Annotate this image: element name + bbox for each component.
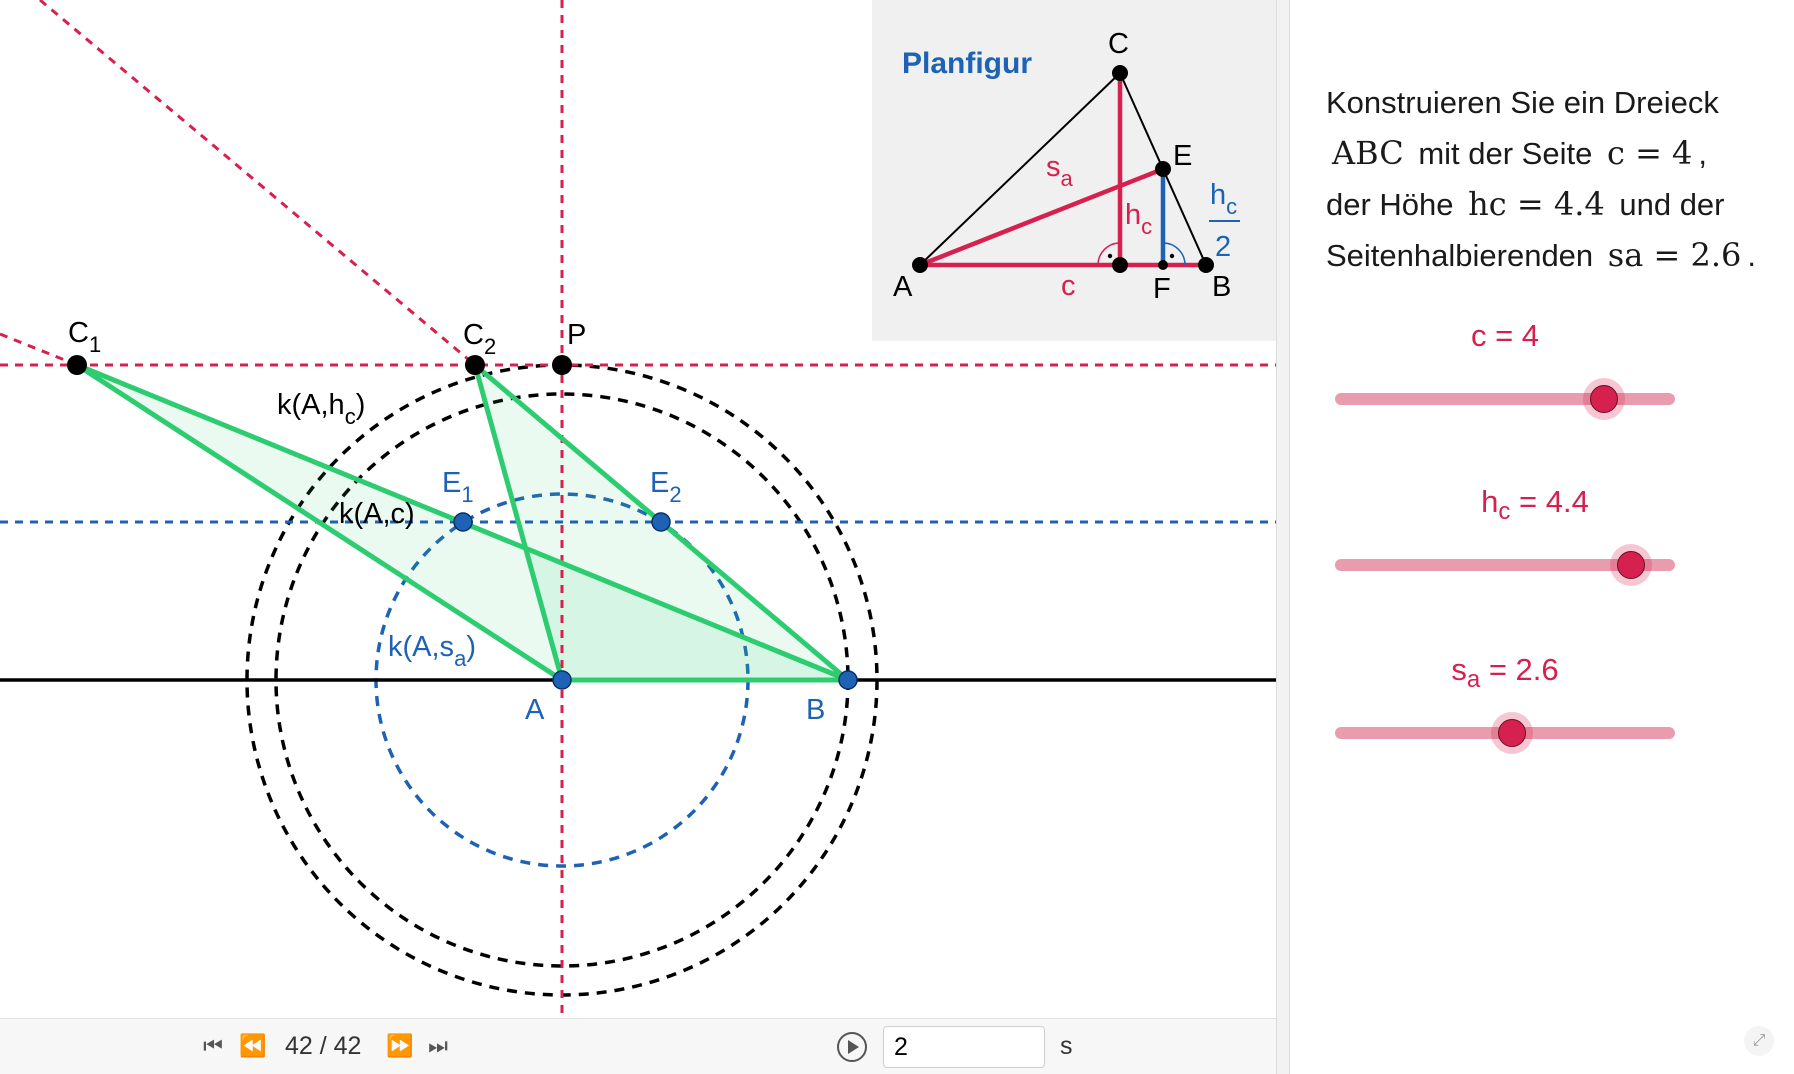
slider-hc-track[interactable] xyxy=(1335,559,1675,571)
label-p: P xyxy=(567,319,586,351)
planfigur-median-sa xyxy=(919,166,1164,268)
step-counter: 42 / 42 xyxy=(285,1032,362,1060)
label-c1: C1 xyxy=(68,317,101,357)
task-seitenhalbierenden: Seitenhalbierenden xyxy=(1326,238,1594,273)
planfigur-label-hc: hc xyxy=(1125,199,1152,239)
label-k-a-c: k(A,c) xyxy=(339,498,415,530)
planfigur-point-b xyxy=(1198,257,1214,273)
slider-sa-label: sa = 2.6 xyxy=(1451,652,1559,694)
point-a[interactable] xyxy=(552,670,572,690)
label-b: B xyxy=(806,694,825,726)
construction-canvas[interactable]: C1 C2 P E1 E2 A B k(A,hc) k(A,c) k(A,sa)… xyxy=(0,0,1276,1018)
label-e1: E1 xyxy=(442,467,474,507)
slider-hc-thumb[interactable] xyxy=(1609,544,1652,586)
planfigur-label-c-side: c xyxy=(1061,270,1076,302)
planfigur-right-angle-dot-2 xyxy=(1169,253,1175,259)
planfigur-right-angle-1 xyxy=(1097,242,1121,266)
planfigur-point-f xyxy=(1158,260,1168,270)
slider-hc[interactable]: hc = 4.4 xyxy=(1335,484,1675,596)
planfigur-label-hc-half-num: hc xyxy=(1210,179,1237,219)
panel-divider[interactable] xyxy=(1276,0,1290,1074)
task-mit-der-seite: mit der Seite xyxy=(1418,136,1593,171)
point-c1[interactable] xyxy=(67,355,87,375)
planfigur-point-c xyxy=(1112,65,1128,81)
planfigur-box xyxy=(872,0,1276,341)
planfigur-label-a: A xyxy=(893,271,913,303)
task-der-hoehe: der Höhe xyxy=(1326,187,1454,222)
planfigur-side-b xyxy=(919,72,1121,266)
planfigur-point-e xyxy=(1155,161,1171,177)
planfigur-label-e: E xyxy=(1173,140,1192,172)
planfigur-point-a xyxy=(912,257,928,273)
slider-c-thumb[interactable] xyxy=(1582,378,1625,420)
label-c2: C2 xyxy=(463,319,496,359)
task-c-value: c = 4 xyxy=(1606,134,1693,172)
slider-c-label: c = 4 xyxy=(1470,318,1540,353)
planfigur-label-c: C xyxy=(1108,28,1129,60)
planfigur-title: Planfigur xyxy=(902,47,1032,80)
planfigur-label-sa: sa xyxy=(1046,151,1074,191)
step-forward-icon[interactable]: ⏩ xyxy=(386,1033,414,1058)
task-line-3: der Höhe hc = 4.4 und der xyxy=(1326,179,1786,230)
label-k-a-hc: k(A,hc) xyxy=(277,389,365,429)
slider-hc-label: hc = 4.4 xyxy=(1481,484,1589,526)
skip-last-icon[interactable]: ⏭ xyxy=(428,1033,448,1058)
speed-input[interactable] xyxy=(883,1026,1045,1068)
task-line-2: ABC mit der Seite c = 4, xyxy=(1332,134,1708,172)
task-und-der: und der xyxy=(1619,187,1725,222)
slider-c[interactable]: c = 4 xyxy=(1335,318,1675,430)
line-b-e2-c2[interactable] xyxy=(39,0,476,367)
point-e1[interactable] xyxy=(453,512,473,532)
point-p[interactable] xyxy=(552,355,572,375)
segment-c1-a[interactable] xyxy=(75,362,564,683)
planfigur-label-f: F xyxy=(1153,273,1171,305)
point-c2[interactable] xyxy=(465,355,485,375)
slider-sa-thumb[interactable] xyxy=(1490,712,1533,754)
step-back-icon[interactable]: ⏪ xyxy=(239,1033,267,1058)
planfigur-point-foot xyxy=(1112,257,1128,273)
speed-unit: s xyxy=(1060,1032,1073,1060)
label-e2: E2 xyxy=(650,467,682,507)
construction-svg[interactable]: C1 C2 P E1 E2 A B k(A,hc) k(A,c) k(A,sa)… xyxy=(0,0,1276,1018)
animation-toolbar: ⏮ ⏪ 42 / 42 ⏩ ⏭ s xyxy=(0,1018,1276,1074)
slider-sa[interactable]: sa = 2.6 xyxy=(1335,652,1675,764)
segment-c2-a[interactable] xyxy=(472,364,565,681)
resize-icon[interactable]: ⤢ xyxy=(1744,1026,1774,1056)
task-panel: Konstruieren Sie ein Dreieck ABC mit der… xyxy=(1290,0,1794,1074)
label-k-a-sa: k(A,sa) xyxy=(388,631,476,671)
task-line-4: Seitenhalbierenden sa = 2.6. xyxy=(1326,236,1756,274)
label-a: A xyxy=(525,694,545,726)
skip-first-icon[interactable]: ⏮ xyxy=(203,1033,223,1058)
play-icon[interactable] xyxy=(837,1032,867,1062)
line-b-e1-c1[interactable] xyxy=(0,332,78,367)
task-abc: ABC xyxy=(1332,134,1404,172)
task-hc-value: hc = 4.4 xyxy=(1468,185,1605,223)
point-b[interactable] xyxy=(838,670,858,690)
task-sa-value: sa = 2.6 xyxy=(1607,236,1742,274)
planfigur-right-angle-dot-1 xyxy=(1107,253,1113,259)
task-text: Konstruieren Sie ein Dreieck ABC mit der… xyxy=(1326,78,1786,281)
task-line-1: Konstruieren Sie ein Dreieck xyxy=(1326,85,1719,120)
point-e2[interactable] xyxy=(651,512,671,532)
planfigur-right-angle-2 xyxy=(1162,242,1186,266)
planfigur-label-hc-half-den: 2 xyxy=(1215,231,1231,263)
planfigur-label-b: B xyxy=(1212,271,1231,303)
